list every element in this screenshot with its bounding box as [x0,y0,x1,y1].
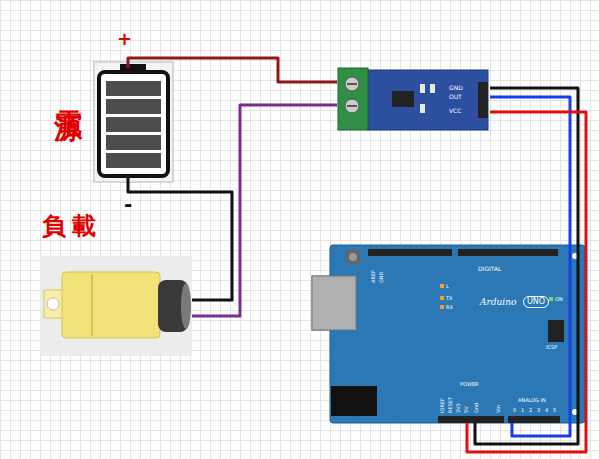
board-label: 2 [529,408,532,413]
node-text: OUT [449,94,462,100]
pin-header [368,249,452,256]
smd-part [420,104,425,113]
board-label: ANALOG IN [518,398,546,403]
pin-header [458,249,558,256]
battery: 電源 [97,68,170,178]
board-label: POWER [460,382,479,387]
pin-header [508,416,560,423]
motor-photo-bg [40,256,192,356]
node-text: VCC [449,108,461,114]
board-label: ON [555,297,563,302]
board-label: IOREF [440,398,445,413]
motor-load: 負載 [42,258,192,355]
arduino-uno: Arduino UNO [330,245,585,423]
reset-cap [349,253,357,261]
gearbox-seam [91,274,93,336]
sensor-chip [392,91,414,107]
battery-cell [106,117,161,132]
battery-cell [106,153,161,168]
board-label: 5 [553,408,556,413]
node-text: 電源 [53,88,81,96]
led [440,305,444,309]
arduino-board [330,245,585,423]
pin-header [438,416,504,423]
polarity-mark: - [124,194,132,214]
wire [128,58,337,82]
screw-slot [347,83,357,85]
gearbox [62,272,160,338]
node-text: Arduino [480,298,516,307]
board-label: 5V [464,406,469,413]
board-label: GND [379,272,384,283]
board-label: ICSP [546,345,557,350]
board-label: TX [446,296,452,301]
terminal-screw [345,77,359,91]
usb-port [312,276,356,330]
battery-body [99,72,168,176]
board-label: Vin [496,405,501,413]
led [549,297,553,301]
board-label: 4 [545,408,548,413]
current-sensor: VCC OUT GND [337,65,490,133]
battery-cell [106,135,161,150]
battery-cell [106,81,161,96]
polarity-mark: + [117,30,132,48]
screw-slot [347,105,357,107]
wire [192,105,337,316]
board-label: 1 [521,408,524,413]
node-text: UNO [523,296,549,308]
board-label: 3 [537,408,540,413]
motor-axle [47,298,59,310]
wire [128,178,232,300]
board-label: 3V3 [456,403,461,413]
board-label: AREF [371,270,376,283]
battery-cell [106,99,161,114]
pin-header [478,82,488,118]
wire [490,97,570,436]
power-jack [331,386,377,416]
led [440,296,444,300]
icsp-header [548,320,564,342]
terminal-screw [345,99,359,113]
terminal-block [338,68,368,130]
wire [475,88,578,444]
motor-endcap [181,283,191,329]
board-label: Gnd [474,403,479,413]
smd-part [430,84,435,93]
board-label: 0 [513,408,516,413]
board-label: L [446,284,449,289]
usb-port [312,276,356,330]
smd-part [420,84,425,93]
battery-frame [94,62,173,182]
board-label: RESET [448,397,453,413]
node-text: GND [449,85,463,91]
led [440,284,444,288]
sensor-pcb [368,70,488,130]
node-text: 負載 [42,214,102,238]
reset-button [346,250,360,264]
board-label: RX [446,305,453,310]
board-label: DIGITAL [478,266,501,272]
wire [467,112,586,452]
